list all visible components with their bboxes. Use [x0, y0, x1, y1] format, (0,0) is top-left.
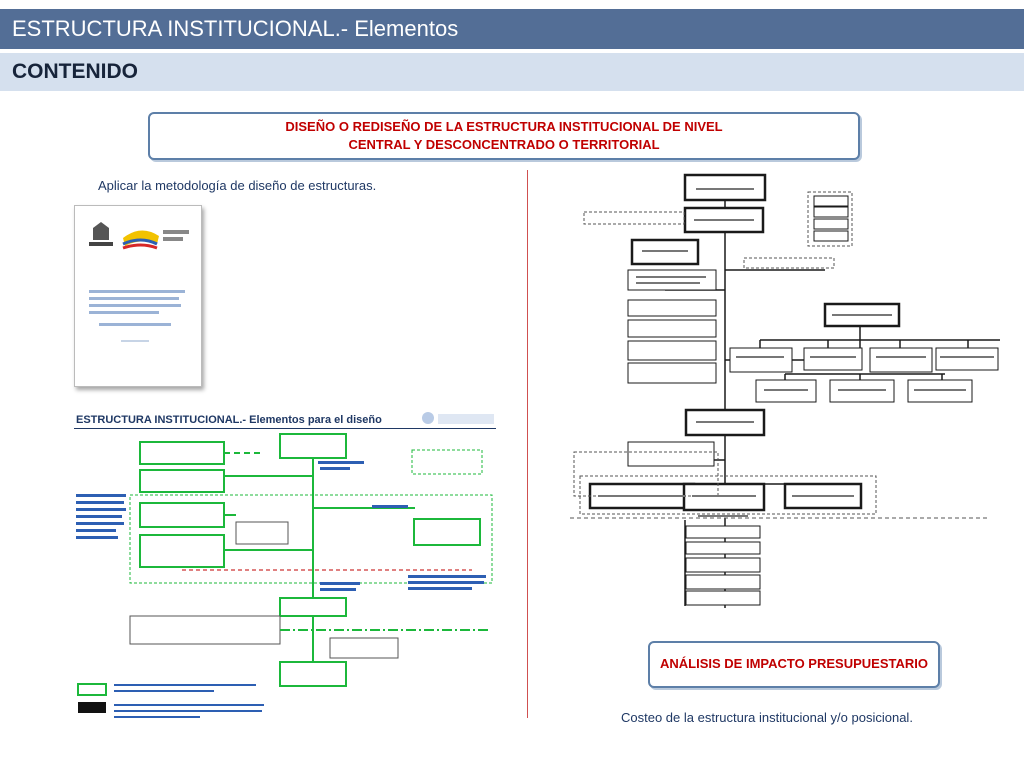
right-caption: Costeo de la estructura institucional y/…	[621, 710, 913, 725]
section-bar: CONTENIDO	[0, 53, 1024, 91]
design-elements-graphic	[74, 412, 496, 718]
diagram-title: ESTRUCTURA INSTITUCIONAL.- Elementos par…	[76, 414, 382, 426]
slide-title: ESTRUCTURA INSTITUCIONAL.- Elementos	[12, 16, 459, 41]
org-chart	[570, 173, 1000, 608]
design-banner-line2: CENTRAL Y DESCONCENTRADO O TERRITORIAL	[348, 137, 660, 152]
budget-impact-banner: ANÁLISIS DE IMPACTO PRESUPUESTARIO	[648, 641, 940, 688]
section-title: CONTENIDO	[12, 60, 138, 83]
design-banner-line1: DISEÑO O REDISEÑO DE LA ESTRUCTURA INSTI…	[285, 119, 723, 134]
vertical-divider	[527, 170, 528, 718]
design-banner: DISEÑO O REDISEÑO DE LA ESTRUCTURA INSTI…	[148, 112, 860, 160]
slide-title-bar: ESTRUCTURA INSTITUCIONAL.- Elementos	[0, 9, 1024, 49]
left-caption: Aplicar la metodología de diseño de estr…	[98, 178, 377, 193]
design-elements-diagram: ESTRUCTURA INSTITUCIONAL.- Elementos par…	[74, 410, 496, 722]
document-cover-image	[74, 205, 202, 387]
document-cover-graphic	[89, 222, 189, 342]
